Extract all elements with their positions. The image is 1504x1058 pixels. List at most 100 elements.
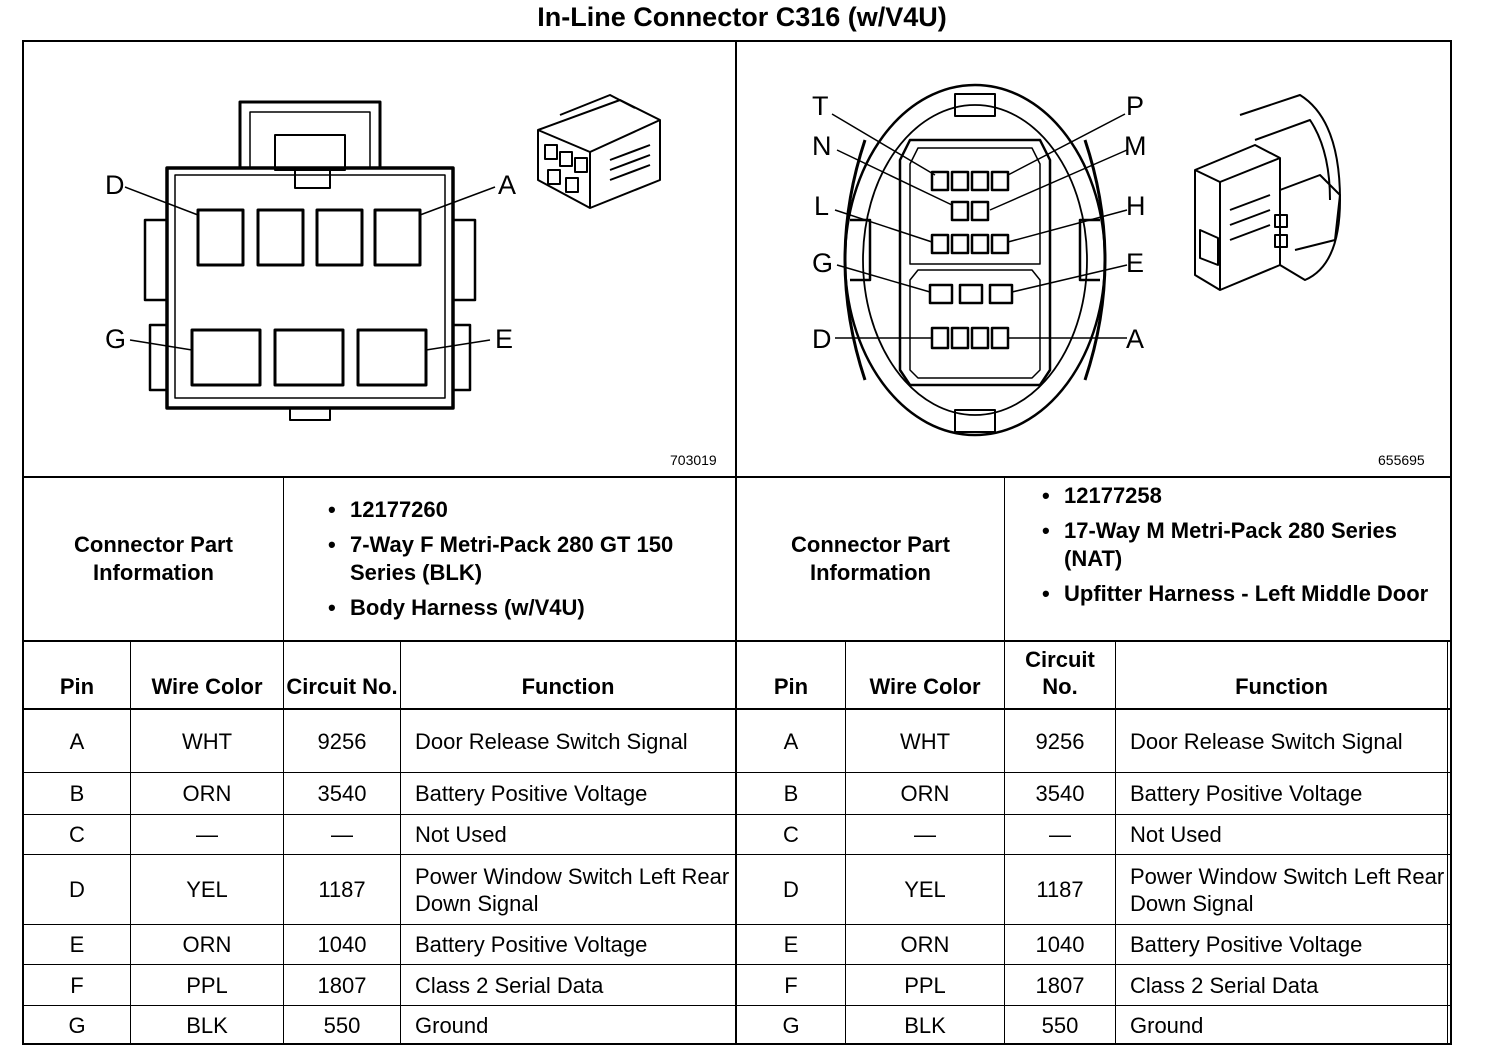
left-cell-circuit: 550 (323, 1012, 361, 1038)
right-cell-color: YEL (904, 877, 946, 902)
connector-7-way-face-view: D A G E (105, 94, 661, 421)
col-divider (283, 641, 284, 1044)
info-vdivider (1004, 477, 1005, 642)
pin-label-h: H (1126, 191, 1146, 221)
pin-label-g: G (812, 248, 833, 278)
left-cell-pin: C (69, 822, 85, 847)
diagram-divider (23, 476, 1451, 478)
right-cell-circuit: 3540 (1035, 781, 1085, 806)
right-cell-function: Class 2 Serial Data (1130, 972, 1319, 998)
right-cell-color: — (914, 822, 936, 847)
left-cell-pin: A (69, 728, 85, 754)
left-cell-color: — (196, 822, 218, 847)
pin-label-e: E (495, 324, 513, 354)
left-cell-function: Class 2 Serial Data (415, 972, 604, 998)
right-cell-pin: C (783, 822, 799, 847)
left-cell-color: PPL (186, 972, 228, 998)
right-info-label: Connector Part Information (791, 532, 950, 585)
page-title: In-Line Connector C316 (w/V4U) (537, 2, 947, 32)
right-cell-function: Not Used (1130, 822, 1222, 847)
left-info-label: Connector Part Information (74, 532, 233, 585)
row-divider (23, 1005, 1451, 1006)
right-cell-pin: A (783, 728, 799, 754)
left-info-item: Body Harness (w/V4U) (326, 594, 726, 622)
left-header-circuit: Circuit No. (286, 674, 398, 699)
left-cell-color: ORN (182, 781, 232, 806)
right-cell-color: ORN (900, 781, 950, 806)
right-cell-color: WHT (899, 728, 951, 754)
right-cell-pin: E (783, 932, 799, 957)
left-cell-color: WHT (181, 728, 233, 754)
left-cell-color: BLK (186, 1012, 228, 1038)
left-cell-function: Battery Positive Voltage (415, 781, 648, 806)
row-divider (23, 772, 1451, 773)
right-header-circuit: Circuit No. (1025, 647, 1095, 699)
center-divider (735, 41, 737, 1044)
right-cell-function: Power Window Switch Left Rear Down Signa… (1130, 863, 1445, 916)
right-cell-pin: D (783, 877, 799, 902)
pin-label-n: N (812, 131, 832, 161)
right-cell-circuit: 1807 (1035, 972, 1085, 998)
right-cell-pin: G (782, 1012, 800, 1038)
col-divider (1115, 641, 1116, 1044)
pin-label-t: T (812, 91, 829, 121)
left-cell-function: Power Window Switch Left Rear Down Signa… (415, 863, 730, 916)
left-cell-circuit: 9256 (317, 728, 367, 754)
left-cell-function: Battery Positive Voltage (415, 932, 648, 957)
left-cell-circuit: 1040 (317, 932, 367, 957)
left-cell-function: Door Release Switch Signal (415, 728, 688, 754)
row-divider (23, 924, 1451, 925)
left-cell-pin: D (69, 877, 85, 902)
left-cell-pin: G (68, 1012, 86, 1038)
col-divider (130, 641, 131, 1044)
left-cell-circuit: 3540 (317, 781, 367, 806)
right-cell-pin: F (784, 972, 798, 998)
pin-label-a: A (498, 170, 516, 200)
left-cell-color: YEL (186, 877, 228, 902)
info-divider (23, 640, 1451, 642)
pin-label-l: L (814, 191, 829, 221)
pin-label-a: A (1126, 324, 1144, 354)
col-divider (400, 641, 401, 1044)
left-cell-circuit: 1807 (317, 972, 367, 998)
right-cell-function: Battery Positive Voltage (1130, 932, 1363, 957)
right-info-item: 12177258 (1040, 482, 1440, 510)
left-cell-circuit: 1187 (318, 877, 366, 902)
left-cell-color: ORN (182, 932, 232, 957)
right-header-wire-color: Wire Color (869, 674, 981, 699)
right-cell-color: ORN (900, 932, 950, 957)
right-cell-pin: B (783, 781, 799, 806)
left-info-item: 12177260 (326, 496, 726, 524)
row-divider (23, 964, 1451, 965)
pin-label-g: G (105, 324, 126, 354)
pin-label-e: E (1126, 248, 1144, 278)
right-cell-circuit: — (1049, 822, 1071, 847)
right-image-number: 655695 (1378, 452, 1425, 468)
pin-label-d: D (812, 324, 832, 354)
right-cell-color: PPL (904, 972, 946, 998)
right-cell-circuit: 9256 (1035, 728, 1085, 754)
left-header-pin: Pin (59, 674, 95, 699)
connector-17-way-face-view: T P N M L H G E D A (812, 83, 1341, 437)
right-cell-function: Door Release Switch Signal (1130, 728, 1403, 754)
left-cell-function: Not Used (415, 822, 507, 847)
right-info-item: 17-Way M Metri-Pack 280 Series (NAT) (1040, 517, 1440, 573)
col-divider (1447, 641, 1448, 1044)
pin-label-p: P (1126, 91, 1144, 121)
right-info-item: Upfitter Harness - Left Middle Door (1040, 580, 1440, 608)
connector-table-frame (22, 40, 1452, 1045)
left-cell-pin: B (69, 781, 85, 806)
row-divider (23, 854, 1451, 855)
left-info-item: 7-Way F Metri-Pack 280 GT 150 Series (BL… (326, 531, 726, 587)
col-divider (1004, 641, 1005, 1044)
left-info-list: 12177260 7-Way F Metri-Pack 280 GT 150 S… (326, 496, 726, 629)
left-image-number: 703019 (670, 452, 717, 468)
right-cell-function: Battery Positive Voltage (1130, 781, 1363, 806)
info-vdivider (283, 477, 284, 642)
left-cell-function: Ground (415, 1012, 489, 1038)
right-header-pin: Pin (773, 674, 809, 699)
right-info-list: 12177258 17-Way M Metri-Pack 280 Series … (1040, 482, 1440, 615)
pin-label-d: D (105, 170, 125, 200)
left-header-function: Function (521, 674, 615, 699)
left-header-wire-color: Wire Color (151, 674, 263, 699)
